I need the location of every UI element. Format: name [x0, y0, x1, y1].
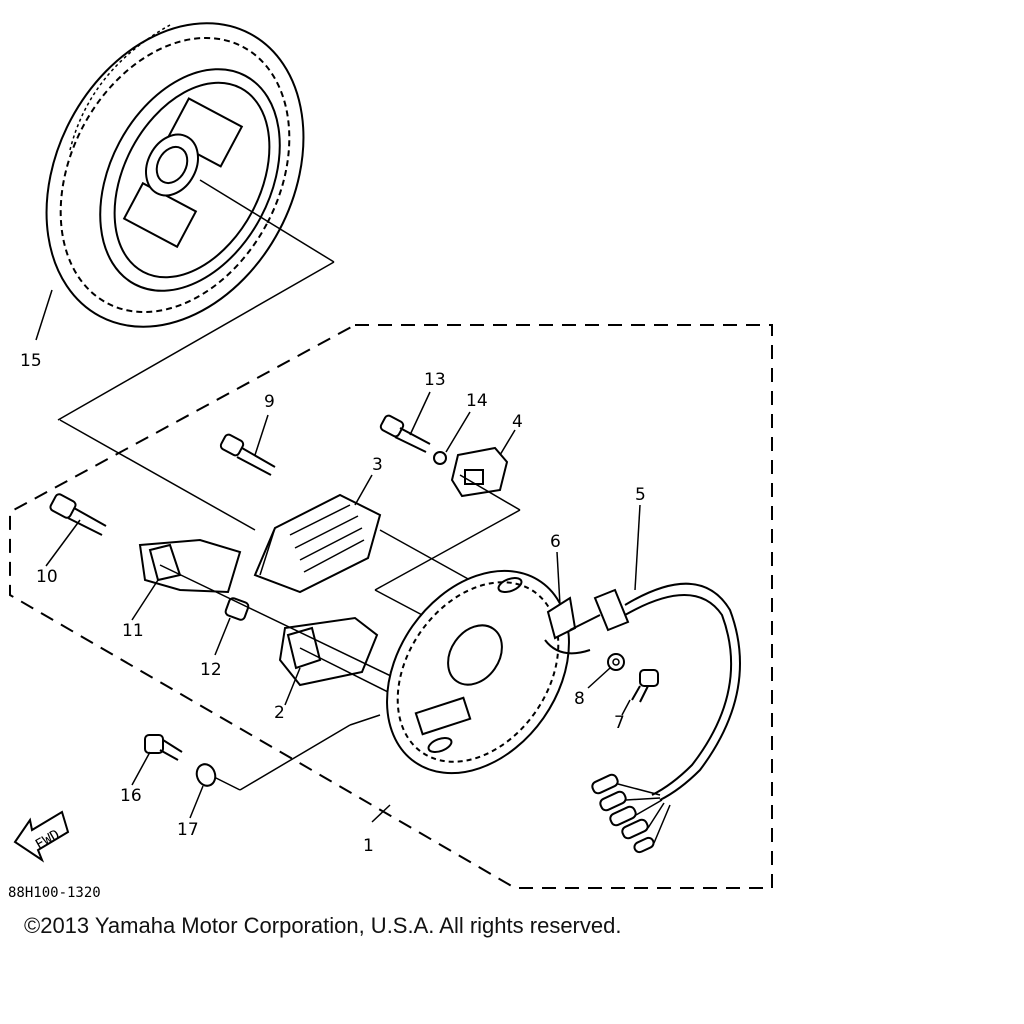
washer-14 [433, 451, 447, 465]
pickup-coil-4 [450, 446, 509, 498]
assembly-boundary [9, 324, 773, 889]
label-part-13: 13 [424, 370, 446, 390]
leader-line [189, 785, 204, 819]
leader-line [459, 474, 521, 511]
leader-line [214, 617, 231, 656]
label-part-15: 15 [20, 351, 42, 371]
label-part-1: 1 [363, 836, 374, 856]
leader-line [35, 289, 53, 341]
leader-line [499, 429, 516, 456]
label-part-10: 10 [36, 567, 58, 587]
leader-line [45, 519, 81, 567]
washer-8 [607, 653, 625, 671]
leader-line [354, 474, 373, 506]
leader-line [379, 529, 471, 581]
leader-line [445, 411, 471, 453]
leader-line [254, 414, 269, 456]
pulser-coil-2 [278, 616, 379, 687]
leader-line [299, 647, 401, 699]
leader-line [374, 509, 521, 591]
label-part-6: 6 [550, 532, 561, 552]
washer-17 [195, 763, 217, 787]
label-part-9: 9 [264, 392, 275, 412]
leader-line [159, 564, 421, 691]
label-part-14: 14 [466, 391, 488, 411]
label-part-5: 5 [635, 485, 646, 505]
harness-connectors [591, 773, 671, 854]
label-part-8: 8 [574, 689, 585, 709]
leader-line [131, 751, 151, 786]
leader-line [284, 667, 301, 706]
label-part-7: 7 [614, 713, 625, 733]
label-part-11: 11 [122, 621, 144, 641]
leader-line [199, 179, 335, 263]
label-part-17: 17 [177, 820, 199, 840]
leader-line [59, 419, 256, 531]
leader-line [57, 261, 335, 421]
leader-line [239, 724, 351, 791]
spacer-12 [224, 597, 250, 621]
leader-line [634, 504, 641, 591]
stator-plate-1 [386, 569, 570, 775]
bolt-10 [49, 493, 107, 536]
forward-arrow-icon: FWD [13, 810, 70, 863]
screw-16 [144, 734, 183, 761]
label-part-12: 12 [200, 660, 222, 680]
leader-line [131, 579, 159, 621]
bolt-9 [219, 433, 276, 476]
bolt-13 [379, 414, 431, 453]
leader-line [371, 804, 391, 823]
leader-line [621, 699, 631, 716]
screw-7 [631, 669, 659, 703]
leader-line [556, 551, 561, 606]
leader-line [587, 667, 611, 689]
label-part-4: 4 [512, 412, 523, 432]
leader-line [349, 714, 381, 726]
label-part-3: 3 [372, 455, 383, 475]
leader-line [409, 391, 431, 436]
diagram-code: 88H100-1320 [8, 885, 101, 901]
copyright-notice: ©2013 Yamaha Motor Corporation, U.S.A. A… [24, 913, 622, 938]
source-coil-11 [138, 538, 242, 594]
leader-line [211, 775, 241, 791]
label-part-16: 16 [120, 786, 142, 806]
flywheel-rotor [45, 22, 305, 328]
wire-harness-5 [544, 582, 741, 801]
charging-coil-3 [253, 493, 382, 594]
label-part-2: 2 [274, 703, 285, 723]
